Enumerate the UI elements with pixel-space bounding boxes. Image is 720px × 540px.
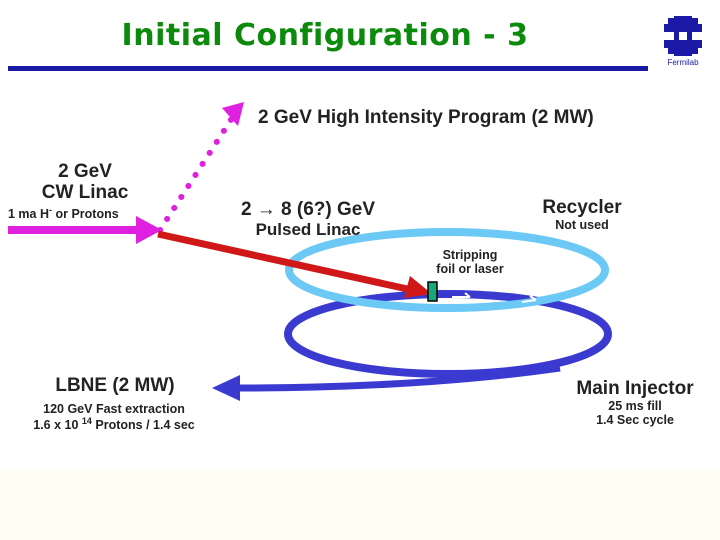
- cw-linac-dotted-arrowhead: [222, 102, 244, 126]
- pulsed-linac-energy: 2 → 8 (6?) GeV: [240, 199, 376, 220]
- lbne-extraction-beam: [235, 364, 561, 392]
- recycler-status: Not used: [555, 217, 609, 232]
- cw-linac-dotted-beam: [157, 109, 239, 233]
- pulsed-linac-name: Pulsed Linac: [255, 219, 361, 239]
- high-intensity-program-label: 2 GeV High Intensity Program (2 MW): [258, 107, 594, 128]
- pulsed-linac-label: 2 → 8 (6?) GeV Pulsed Linac: [228, 199, 388, 240]
- cw-linac-ion-charge: -: [49, 205, 52, 215]
- lbne-arrowhead: [212, 375, 240, 401]
- stripping-line1: Stripping: [442, 248, 498, 262]
- lbne-intensity-value: 1.6 x 10: [33, 417, 82, 432]
- stripping-label: Stripping foil or laser: [420, 248, 520, 277]
- recycler-ring: [285, 228, 609, 312]
- cw-linac-name: CW Linac: [41, 181, 129, 203]
- cw-linac-beam-spec: 1 ma H- or Protons: [8, 205, 119, 222]
- cw-linac-title: 2 GeV CW Linac: [20, 161, 150, 204]
- fermilab-logo: Fermilab: [660, 14, 706, 70]
- lbne-intensity: 1.6 x 10 14 Protons / 1.4 sec: [14, 415, 214, 433]
- lbne-label: LBNE (2 MW): [20, 375, 210, 397]
- ring-direction-arrows: [299, 253, 581, 356]
- main-injector-fill: 25 ms fill: [608, 398, 662, 413]
- cw-linac-current: 1 ma H: [8, 207, 49, 222]
- fermilab-logo-icon: [664, 16, 702, 56]
- stripping-line2: foil or laser: [436, 261, 504, 276]
- lbne-intensity-exponent: 14: [81, 415, 92, 426]
- cw-linac-particle: or Protons: [52, 207, 119, 222]
- main-injector-label: Main Injector 25 ms fill 1.4 Sec cycle: [555, 378, 715, 427]
- main-injector-cycle: 1.4 Sec cycle: [596, 412, 674, 427]
- slide-title: Initial Configuration - 3: [121, 18, 529, 53]
- lbne-intensity-unit: Protons / 1.4 sec: [91, 417, 195, 432]
- lbne-title: LBNE (2 MW): [55, 375, 175, 396]
- stripping-foil: [427, 281, 438, 302]
- lbne-extraction: 120 GeV Fast extraction: [43, 402, 185, 416]
- pulsed-linac-beam: [157, 230, 413, 294]
- main-injector-title: Main Injector: [576, 378, 694, 399]
- lbne-details: 120 GeV Fast extraction 1.6 x 10 14 Prot…: [14, 402, 214, 433]
- recycler-label: Recycler Not used: [522, 197, 642, 233]
- pulsed-linac-arrowhead: [404, 276, 432, 298]
- cw-linac-energy: 2 GeV: [58, 161, 112, 182]
- main-injector-ring: [284, 290, 612, 378]
- title-underline: [8, 66, 648, 71]
- slide-footer-band: [0, 470, 720, 540]
- cw-linac-arrowhead: [136, 216, 162, 244]
- fermilab-logo-text: Fermilab: [667, 58, 699, 67]
- recycler-title: Recycler: [542, 197, 622, 218]
